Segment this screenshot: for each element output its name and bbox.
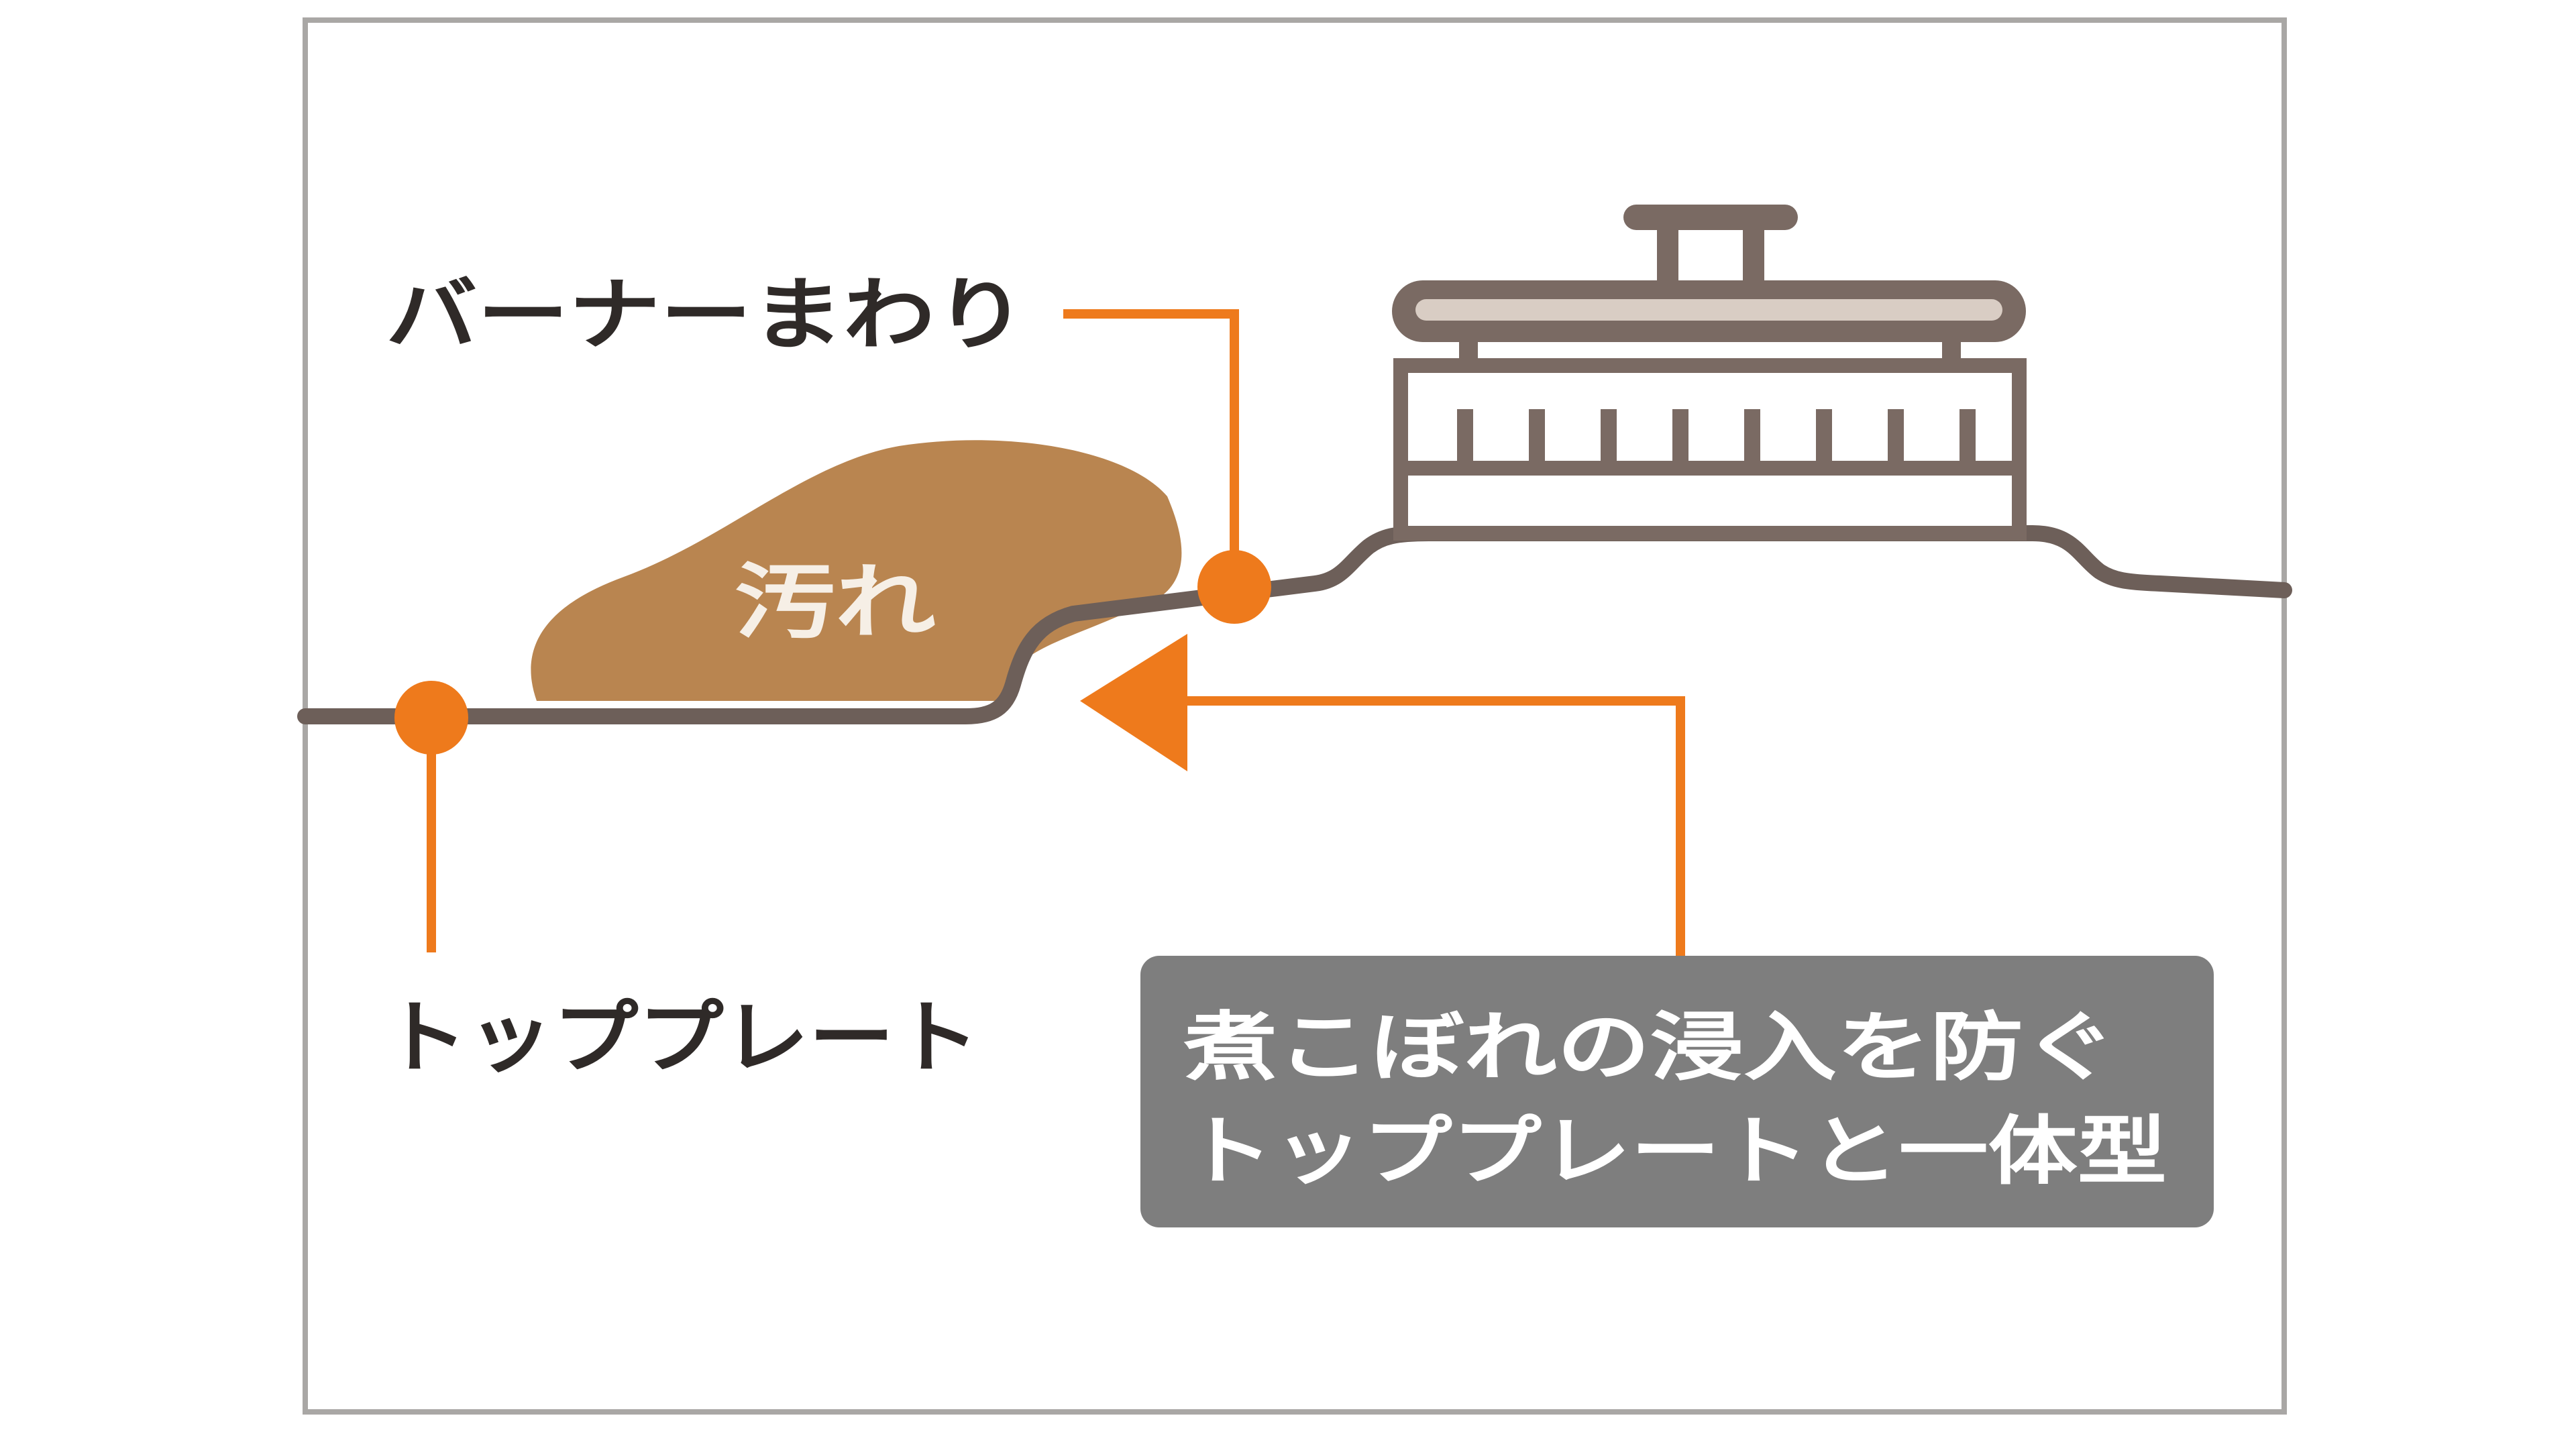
label-top-plate: トッププレート (382, 991, 979, 1084)
stain-blob (531, 440, 1182, 701)
callout-box (1140, 956, 2214, 1227)
label-stain: 汚れ (735, 555, 936, 650)
marker-dot-top-plate (394, 681, 468, 755)
leader-line-burner (1063, 309, 1239, 584)
callout-arrow-line (1167, 696, 1685, 959)
callout-arrowhead (1080, 634, 1187, 771)
top-plate-surface (297, 525, 2292, 724)
label-burner-area: バーナーまわり (386, 268, 1026, 361)
callout-text-line1: 煮こぼれの浸入を防ぐ (1183, 1004, 2116, 1091)
marker-dot-burner (1197, 550, 1271, 624)
burner-illustration (1392, 205, 2027, 541)
callout-text-line2: トッププレートと一体型 (1184, 1108, 2167, 1195)
